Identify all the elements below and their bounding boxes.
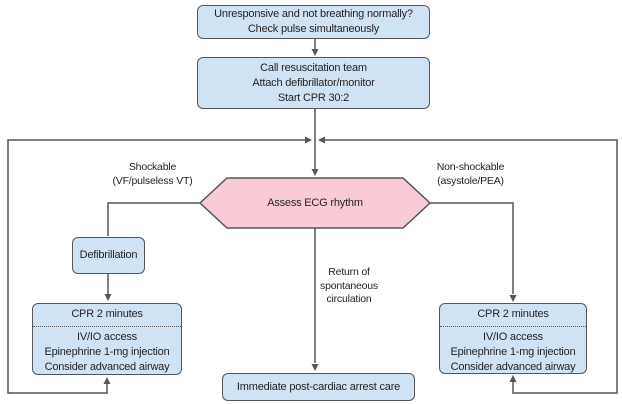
- cpr-right-line3: Consider advanced airway: [450, 361, 576, 373]
- rosc-label-line1: Return of: [328, 266, 370, 278]
- team-node-line3: Start CPR 30:2: [277, 91, 350, 104]
- rosc-label-line2: spontaneous: [320, 279, 378, 292]
- post-arrest-label: Immediate post-cardiac arrest care: [236, 380, 401, 393]
- cpr-right-line1: IV/IO access: [483, 331, 543, 343]
- arrowhead-into-cpr-right-top: [509, 295, 517, 302]
- team-node-line1: Call resuscitation team: [260, 61, 367, 74]
- team-node-line2: Attach defibrillator/monitor: [252, 76, 375, 89]
- shockable-label-line2: (VF/pulseless VT): [112, 175, 193, 187]
- arrowhead-into-post-arrest: [311, 364, 319, 371]
- rosc-label: Return of spontaneous circulation: [318, 266, 380, 307]
- cpr-right-line2: Epinephrine 1-mg injection: [450, 346, 576, 358]
- loop-frame-left: [7, 139, 306, 394]
- cpr-left-line2: Epinephrine 1-mg injection: [44, 346, 170, 358]
- connector-assess-to-cpr-right: [430, 202, 514, 294]
- assess-ecg-hexagon: [198, 177, 432, 229]
- cpr-left-line1: IV/IO access: [77, 331, 137, 343]
- cpr-left-body: IV/IO access Epinephrine 1-mg injection …: [33, 327, 181, 377]
- arrowhead-loop-right-into-center: [318, 136, 325, 144]
- nonshockable-label-line1: Non-shockable: [436, 161, 505, 173]
- start-node-line1: Unresponsive and not breathing normally?: [214, 8, 413, 20]
- arrowhead-into-cpr-left-bottom: [103, 377, 111, 384]
- arrowhead-into-assess: [311, 169, 319, 176]
- post-arrest-node: Immediate post-cardiac arrest care: [222, 373, 415, 401]
- cpr-left-title: CPR 2 minutes: [33, 304, 181, 327]
- rosc-label-line3: circulation: [326, 293, 372, 305]
- defibrillation-node: Defibrillation: [72, 237, 145, 274]
- nonshockable-branch-label: Non-shockable (asystole/PEA): [413, 160, 528, 188]
- defibrillation-label: Defibrillation: [79, 249, 138, 261]
- assess-ecg-label: Assess ECG rhythm: [267, 197, 363, 209]
- start-node: Unresponsive and not breathing normally?…: [197, 5, 430, 39]
- cpr-left-node: CPR 2 minutes IV/IO access Epinephrine 1…: [32, 303, 182, 375]
- connector-assess-to-defibrillation: [107, 202, 200, 236]
- loop-frame-right: [324, 139, 618, 394]
- arrowhead-loop-left-into-center: [305, 136, 312, 144]
- arrowhead-into-cpr-right-bottom: [509, 375, 517, 382]
- shockable-label-line1: Shockable: [128, 161, 177, 173]
- team-node: Call resuscitation team Attach defibrill…: [197, 57, 430, 109]
- arrowhead-into-cpr-left-top: [104, 294, 112, 301]
- start-node-line2: Check pulse simultaneously: [247, 23, 380, 35]
- cpr-left-line3: Consider advanced airway: [44, 361, 170, 373]
- cpr-right-body: IV/IO access Epinephrine 1-mg injection …: [440, 327, 586, 377]
- arrowhead-into-team: [311, 49, 319, 56]
- cpr-right-node: CPR 2 minutes IV/IO access Epinephrine 1…: [439, 303, 587, 374]
- nonshockable-label-line2: (asystole/PEA): [437, 175, 504, 187]
- shockable-branch-label: Shockable (VF/pulseless VT): [95, 160, 210, 188]
- cpr-right-title: CPR 2 minutes: [440, 304, 586, 327]
